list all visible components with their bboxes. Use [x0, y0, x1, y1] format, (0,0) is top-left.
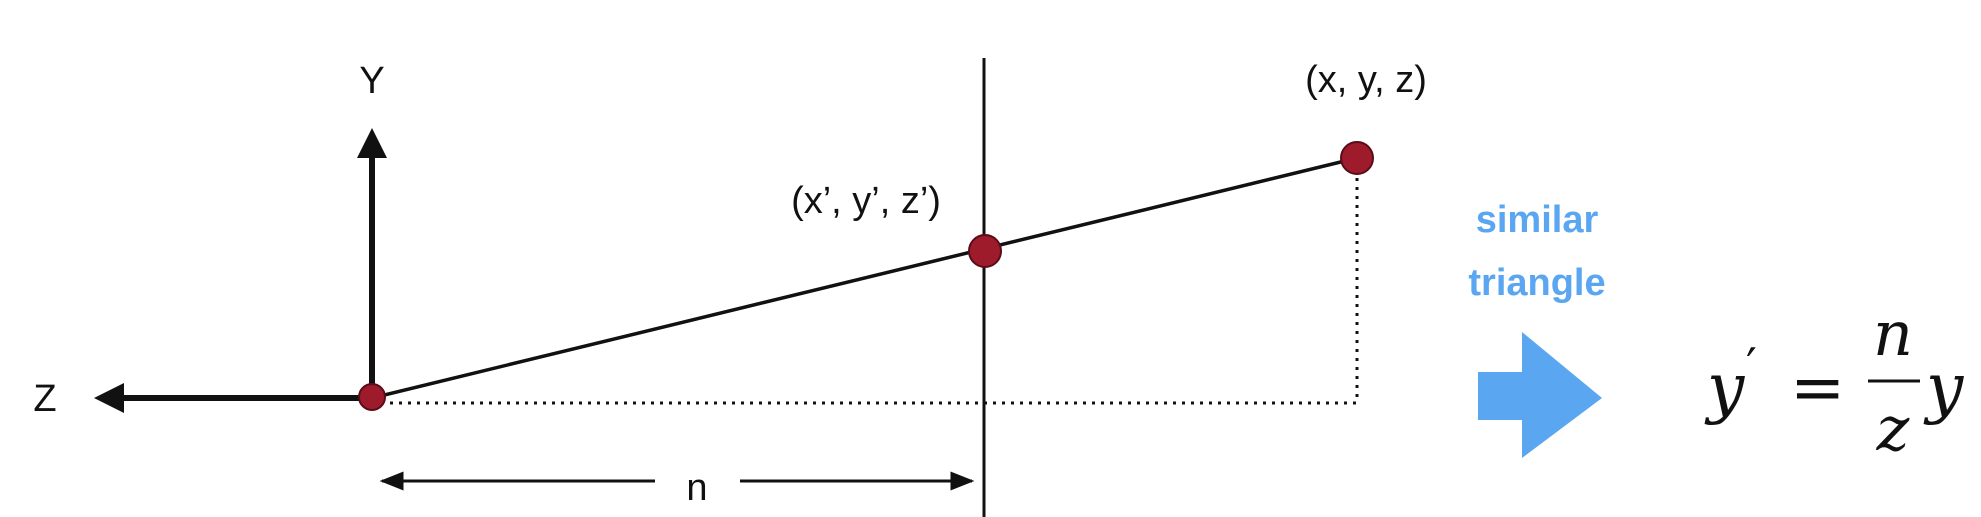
- original-point: [1340, 141, 1374, 175]
- right-arrow-icon: [1478, 332, 1602, 458]
- equation-lhs: y: [1704, 349, 1745, 426]
- equation-denominator: z: [1876, 392, 1910, 465]
- y-axis-label: Y: [359, 60, 384, 102]
- equation-prime: ′: [1746, 338, 1757, 394]
- original-point-label: (x, y, z): [1305, 59, 1427, 101]
- equation-factor: y: [1923, 349, 1964, 426]
- distance-label: n: [686, 467, 707, 509]
- callout-line-1: similar: [1476, 199, 1599, 241]
- projection-ray: [371, 156, 1358, 400]
- z-axis-label: Z: [33, 378, 56, 420]
- projected-point-label: (x’, y’, z’): [791, 180, 941, 222]
- callout-line-2: triangle: [1468, 262, 1605, 304]
- origin-point: [358, 383, 386, 411]
- equation-equals: =: [1790, 349, 1845, 426]
- projected-point: [968, 234, 1002, 268]
- equation-numerator: n: [1873, 297, 1913, 370]
